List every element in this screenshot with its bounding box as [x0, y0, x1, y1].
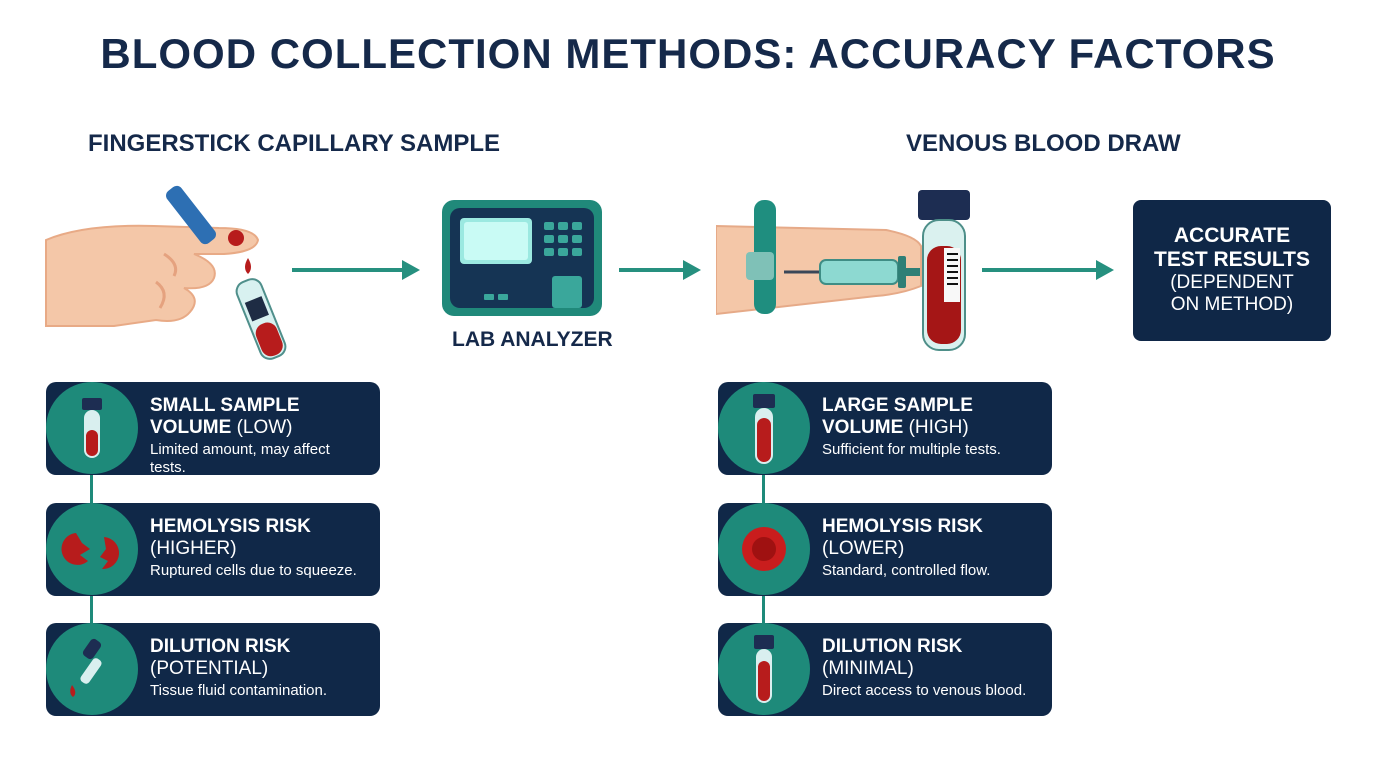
ruptured-cells-icon	[46, 503, 138, 595]
left-card-2-qualifier: (HIGHER)	[150, 538, 237, 559]
left-card-1-heading: SMALL SAMPLE	[150, 395, 300, 416]
dropper-icon	[46, 623, 138, 715]
arrow-to-analyzer	[292, 260, 420, 280]
right-card-2-qualifier: (LOWER)	[822, 538, 905, 559]
page-title: BLOOD COLLECTION METHODS: ACCURACY FACTO…	[100, 30, 1276, 77]
left-connector-2	[90, 592, 93, 634]
left-card-1-desc: Limited amount, may affect tests.	[150, 441, 330, 476]
finger-lancet-icon	[45, 185, 260, 327]
right-card-3-qualifier: (MINIMAL)	[822, 658, 914, 679]
right-card-1-heading2: VOLUME	[822, 417, 904, 438]
result-line4: ON METHOD)	[1170, 294, 1294, 315]
left-card-1-qualifier: (LOW)	[236, 417, 293, 438]
tube-icon	[718, 623, 810, 715]
left-card-3-heading: DILUTION RISK	[150, 636, 291, 657]
right-card-2-heading: HEMOLYSIS RISK	[822, 516, 983, 537]
arrow-to-results	[982, 260, 1114, 280]
arm-syringe-icon	[716, 200, 922, 316]
right-connector-2	[762, 592, 765, 634]
left-card-1-heading2: VOLUME	[150, 417, 232, 438]
right-card-3-heading: DILUTION RISK	[822, 636, 963, 657]
fingerstick-title: FINGERSTICK CAPILLARY SAMPLE	[88, 130, 501, 157]
accurate-results-box: ACCURATE TEST RESULTS (DEPENDENT ON METH…	[1133, 200, 1331, 341]
large-tube-icon	[718, 382, 810, 474]
small-tube-icon	[46, 382, 138, 474]
result-line3: (DEPENDENT	[1170, 272, 1294, 293]
small-sample-tube-icon	[235, 278, 287, 360]
right-card-2-desc: Standard, controlled flow.	[822, 562, 991, 579]
left-card-2-heading: HEMOLYSIS RISK	[150, 516, 311, 537]
right-card-1-qualifier: (HIGH)	[908, 417, 969, 438]
right-card-1-heading: LARGE SAMPLE	[822, 395, 973, 416]
lab-analyzer-label: LAB ANALYZER	[452, 328, 613, 351]
right-connector-1	[762, 470, 765, 512]
result-line1: ACCURATE	[1173, 224, 1291, 247]
left-connector-1	[90, 470, 93, 512]
left-card-2-desc: Ruptured cells due to squeeze.	[150, 562, 357, 579]
arrow-to-venous	[619, 260, 701, 280]
lab-analyzer-icon	[442, 200, 602, 316]
result-line2: TEST RESULTS	[1154, 248, 1310, 271]
right-card-3-desc: Direct access to venous blood.	[822, 682, 1027, 699]
venous-title: VENOUS BLOOD DRAW	[906, 130, 1181, 157]
right-card-1-desc: Sufficient for multiple tests.	[822, 441, 1001, 458]
left-card-3-desc: Tissue fluid contamination.	[150, 682, 328, 699]
large-sample-tube-icon	[918, 190, 970, 351]
intact-cell-icon	[718, 503, 810, 595]
left-card-3-qualifier: (POTENTIAL)	[150, 658, 269, 679]
